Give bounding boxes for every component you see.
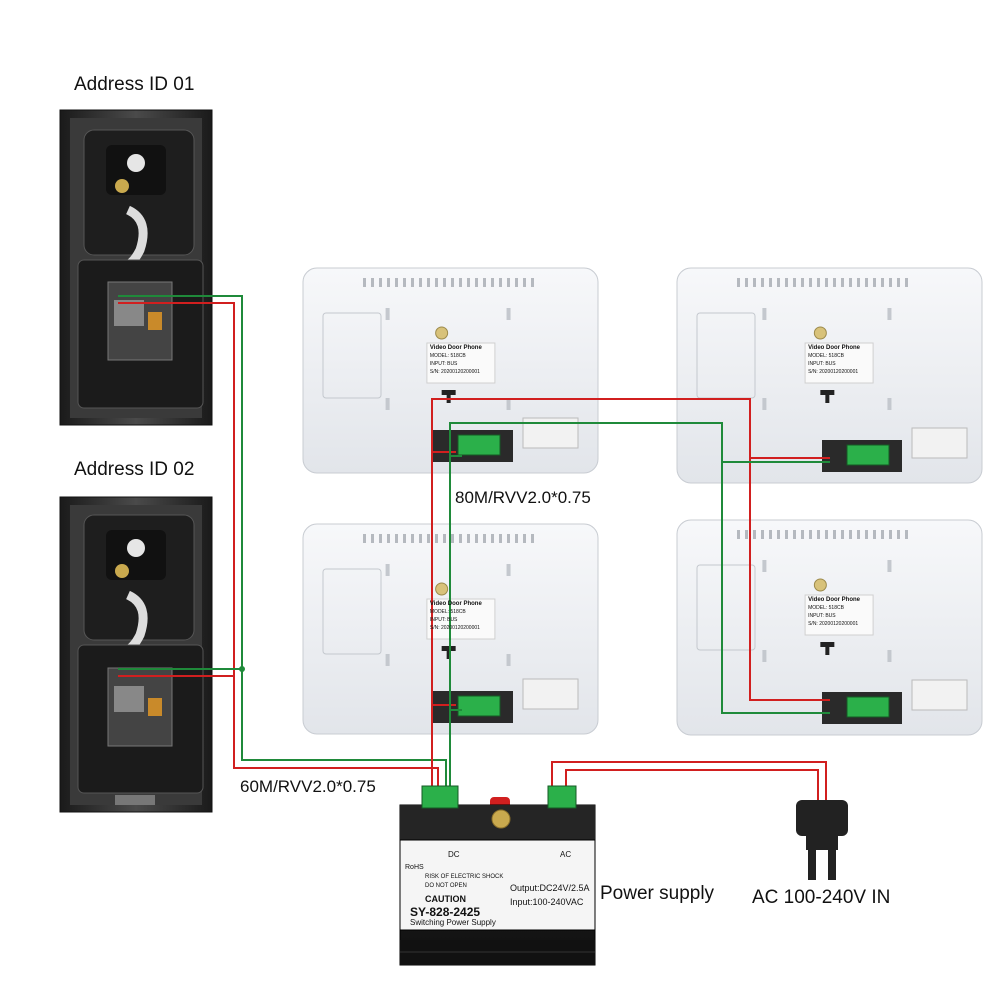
- ac-input-label: AC 100-240V IN: [752, 887, 891, 908]
- psu-warning-2: DO NOT OPEN: [425, 883, 467, 889]
- psu-warning-1: RISK OF ELECTRIC SHOCK: [425, 874, 504, 880]
- wire-red-monitors: [431, 398, 830, 790]
- ce-mark-icon: [127, 539, 145, 557]
- monitor-2-label-title: Video Door Phone: [808, 345, 860, 351]
- psu-dc-label: DC: [448, 850, 460, 859]
- wire-green-door: [118, 295, 447, 790]
- terminal-block: [114, 300, 144, 326]
- monitor-4-label-model: MODEL: 518CB: [808, 605, 844, 611]
- psu-type: Switching Power Supply: [410, 918, 496, 927]
- wire-ac-red: [551, 761, 827, 800]
- monitor-2-label-model: MODEL: 518CB: [808, 353, 844, 359]
- power-supply-label: Power supply: [600, 883, 715, 904]
- monitor-2: [676, 267, 983, 484]
- monitor-4-label-title: Video Door Phone: [808, 597, 860, 603]
- door-station-2: [59, 496, 213, 813]
- wires: [118, 295, 830, 800]
- monitor-4: [676, 519, 983, 736]
- ac-terminal: [547, 785, 577, 809]
- monitor-4-label-serial: S/N: 20200120200001: [808, 621, 859, 627]
- monitor-1-label-input: INPUT: BUS: [429, 361, 458, 367]
- psu-model: SY-828-2425: [410, 905, 481, 919]
- psu-ac-label: AC: [560, 850, 572, 859]
- camera-lens-icon: [115, 179, 129, 193]
- monitor-1-label-serial: S/N: 20200120200001: [429, 369, 480, 375]
- terminal-block: [114, 686, 144, 712]
- camera-lens-icon: [115, 564, 129, 578]
- door-station-1-label: Address ID 01: [74, 74, 195, 95]
- power-supply-unit: [399, 785, 596, 966]
- monitor-3-label-model: MODEL: 518CB: [429, 609, 466, 615]
- door-station-2-label: Address ID 02: [74, 459, 195, 480]
- wire-green-monitors: [449, 422, 830, 790]
- monitor-4-label-input: INPUT: BUS: [808, 613, 836, 619]
- ce-mark-icon: [127, 154, 145, 172]
- wire-red-door: [118, 302, 439, 790]
- ac-plug-icon: [796, 800, 848, 880]
- monitor-cable-label: 80M/RVV2.0*0.75: [455, 488, 591, 507]
- monitor-3-label-input: INPUT: BUS: [429, 617, 458, 623]
- psu-output: Output:DC24V/2.5A: [510, 883, 590, 893]
- dc-terminal: [421, 785, 459, 809]
- monitor-1-label-title: Video Door Phone: [429, 345, 482, 351]
- door-station-1: [59, 109, 213, 426]
- psu-caution: CAUTION: [425, 894, 466, 904]
- psu-rohs-label: RoHS: [405, 864, 424, 871]
- psu-input: Input:100-240VAC: [510, 897, 584, 907]
- monitor-2-label-input: INPUT: BUS: [808, 361, 836, 367]
- monitor-1-label-model: MODEL: 518CB: [429, 353, 466, 359]
- wire-ac-red2: [565, 769, 819, 800]
- monitor-3-label-title: Video Door Phone: [429, 601, 482, 607]
- door-cable-label: 60M/RVV2.0*0.75: [240, 777, 376, 796]
- monitor-2-label-serial: S/N: 20200120200001: [808, 369, 859, 375]
- monitor-3-label-serial: S/N: 20200120200001: [429, 625, 480, 631]
